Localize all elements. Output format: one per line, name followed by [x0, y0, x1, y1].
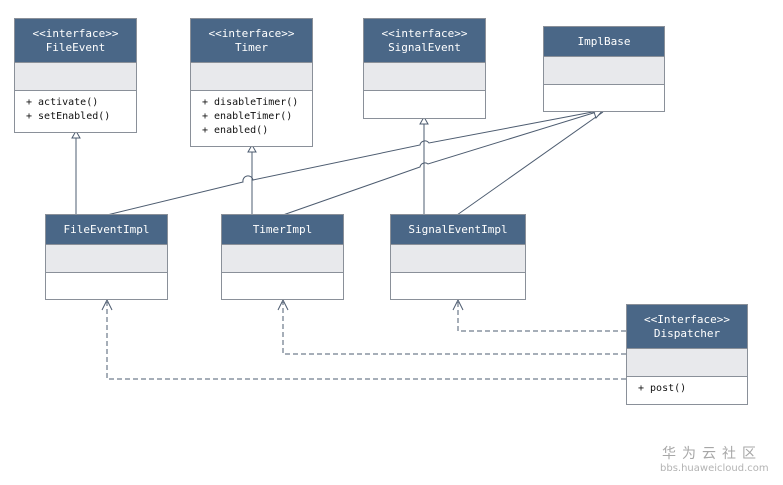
method: + enabled()	[202, 125, 269, 136]
class-dispatcher[interactable]: <<Interface>> Dispatcher + post()	[626, 304, 748, 405]
watermark-text: 华为云社区	[662, 446, 762, 462]
attributes-section	[191, 62, 312, 90]
watermark-url: bbs.huaweicloud.com	[660, 463, 769, 474]
methods-section	[544, 84, 664, 111]
methods-section	[222, 272, 343, 299]
methods-section	[391, 272, 525, 299]
methods-section: + post()	[627, 376, 747, 404]
method: + setEnabled()	[26, 111, 111, 122]
class-name: Timer	[234, 40, 269, 54]
class-timer[interactable]: <<interface>> Timer + disableTimer() + e…	[190, 18, 313, 147]
class-name: ImplBase	[577, 34, 631, 48]
generalization-fileeventimpl-implbase	[106, 109, 604, 216]
class-name: SignalEventImpl	[408, 222, 508, 236]
class-name: FileEvent	[45, 40, 106, 54]
stereotype: <<interface>>	[208, 26, 295, 40]
attributes-section	[391, 244, 525, 272]
class-header: TimerImpl	[222, 215, 343, 244]
methods-section: + disableTimer() + enableTimer() + enabl…	[191, 90, 312, 146]
arrowhead-timer	[247, 143, 257, 153]
method: + disableTimer()	[202, 97, 299, 108]
class-fileevent[interactable]: <<interface>> FileEvent + activate() + s…	[14, 18, 137, 133]
dependency-dispatcher-signaleventimpl	[457, 302, 626, 332]
class-timerimpl[interactable]: TimerImpl	[221, 214, 344, 300]
class-fileeventimpl[interactable]: FileEventImpl	[45, 214, 168, 300]
stereotype: <<Interface>>	[643, 312, 731, 326]
dependency-dispatcher-fileeventimpl	[106, 302, 626, 380]
open-arrow-timerimpl	[277, 298, 289, 311]
arrowhead-fileevent	[71, 129, 81, 139]
class-header: FileEventImpl	[46, 215, 167, 244]
attributes-section	[15, 62, 136, 90]
attributes-section	[627, 348, 747, 376]
generalization-signaleventimpl-implbase	[456, 111, 604, 216]
class-header: SignalEventImpl	[391, 215, 525, 244]
open-arrow-signaleventimpl	[452, 298, 464, 311]
method: + activate()	[26, 97, 99, 108]
stereotype: <<interface>>	[381, 26, 468, 40]
attributes-section	[364, 62, 485, 90]
arrowhead-signalevent	[419, 115, 429, 125]
dependency-dispatcher-timerimpl	[282, 302, 626, 355]
class-name: TimerImpl	[252, 222, 313, 236]
method: + post()	[638, 383, 687, 394]
class-header: ImplBase	[544, 27, 664, 56]
class-header: <<interface>> SignalEvent	[364, 19, 485, 62]
stereotype: <<interface>>	[32, 26, 119, 40]
attributes-section	[46, 244, 167, 272]
class-signaleventimpl[interactable]: SignalEventImpl	[390, 214, 526, 300]
class-header: <<interface>> FileEvent	[15, 19, 136, 62]
methods-section: + activate() + setEnabled()	[15, 90, 136, 132]
class-name: Dispatcher	[653, 326, 721, 340]
methods-section	[46, 272, 167, 299]
methods-section	[364, 90, 485, 118]
attributes-section	[544, 56, 664, 84]
open-arrow-fileeventimpl	[101, 298, 113, 311]
method: + enableTimer()	[202, 111, 293, 122]
attributes-section	[222, 244, 343, 272]
class-header: <<interface>> Timer	[191, 19, 312, 62]
generalization-timerimpl-implbase	[282, 109, 604, 216]
class-signalevent[interactable]: <<interface>> SignalEvent	[363, 18, 486, 119]
class-name: FileEventImpl	[63, 222, 150, 236]
class-implbase[interactable]: ImplBase	[543, 26, 665, 112]
class-header: <<Interface>> Dispatcher	[627, 305, 747, 348]
class-name: SignalEvent	[388, 40, 461, 54]
